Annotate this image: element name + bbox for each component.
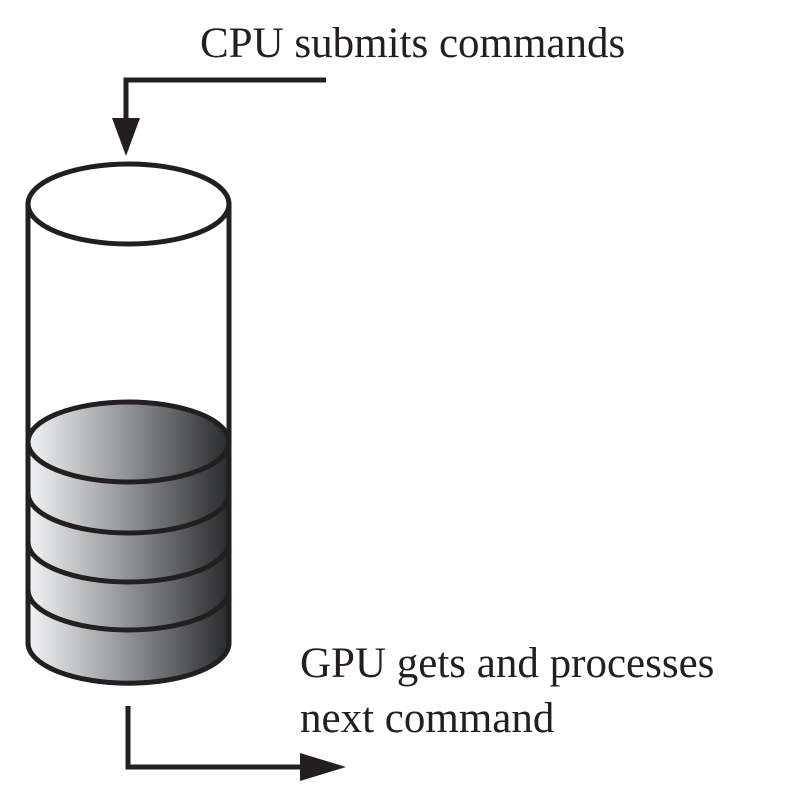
cpu-label: CPU submits commands bbox=[200, 20, 626, 67]
cylinder-top bbox=[25, 161, 232, 247]
gpu-label-line2: next command bbox=[300, 695, 555, 742]
submit-arrowhead-icon bbox=[112, 118, 140, 156]
gpu-label-line1: GPU gets and processes bbox=[300, 640, 715, 687]
command-slice-top bbox=[25, 399, 232, 485]
command-slice-divider bbox=[25, 541, 232, 585]
fetch-arrowhead-icon bbox=[300, 753, 346, 781]
command-slice-divider bbox=[25, 492, 232, 536]
fetch-arrow-line bbox=[125, 706, 305, 770]
command-slice-divider bbox=[25, 589, 232, 633]
submit-arrow-line bbox=[123, 77, 326, 125]
